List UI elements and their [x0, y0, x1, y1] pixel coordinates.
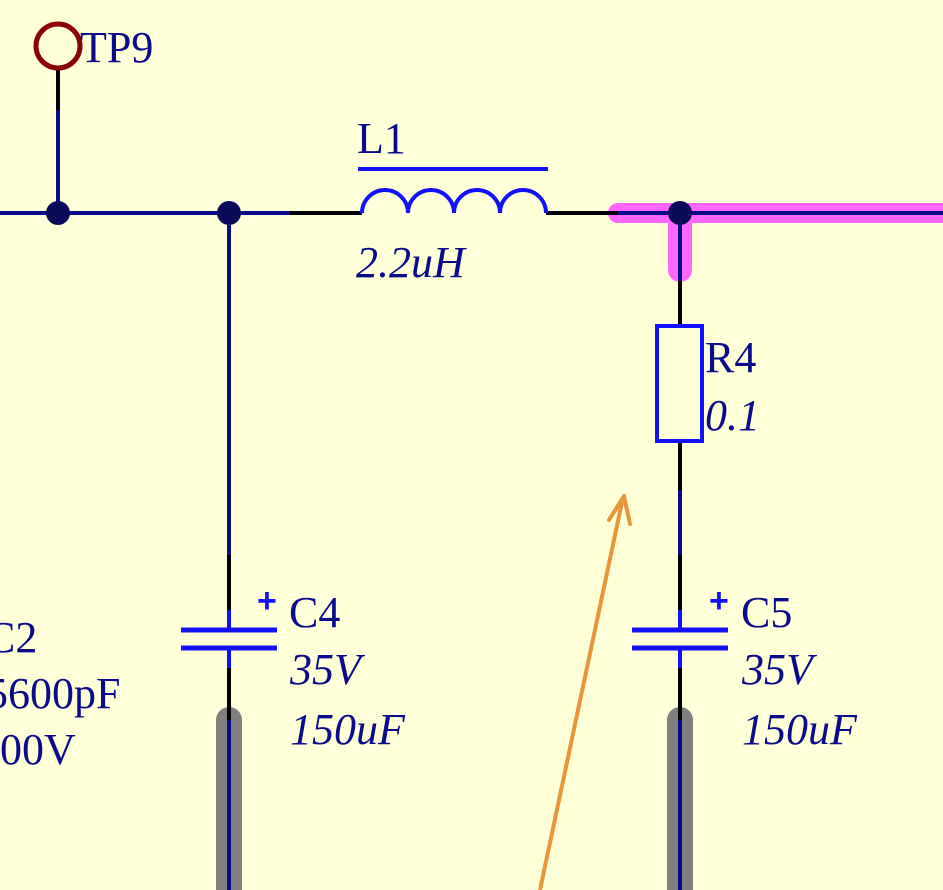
inductor-value: 2.2uH	[356, 238, 467, 287]
inductor-coil-icon	[360, 188, 548, 214]
resistor-value: 0.1	[705, 391, 760, 440]
inductor-ref: L1	[357, 114, 406, 163]
capacitor-ref: C2	[0, 613, 37, 662]
junction-dot-tp9	[46, 201, 70, 225]
capacitor-c4[interactable]: + C4 35V 150uF	[181, 582, 406, 754]
highlighted-net[interactable]	[608, 201, 943, 282]
capacitor-ref: C4	[289, 588, 340, 637]
capacitor-voltage: 100V	[0, 725, 76, 774]
capacitor-capacitance: 5600pF	[0, 669, 120, 718]
junction-dot-c4	[217, 201, 241, 225]
test-point-label: TP9	[80, 23, 153, 72]
resistor-r4[interactable]: R4 0.1	[655, 324, 760, 443]
capacitor-c5[interactable]: + C5 35V 150uF	[632, 582, 858, 754]
capacitor-capacitance: 150uF	[742, 705, 858, 754]
capacitor-c2-labels[interactable]: C2 5600pF 100V	[0, 613, 120, 774]
junction-dot-r4	[668, 201, 692, 225]
capacitor-ref: C5	[741, 588, 792, 637]
capacitor-polarity-plus: +	[257, 582, 277, 620]
capacitor-polarity-plus: +	[709, 582, 729, 620]
test-point-tp9[interactable]: TP9	[33, 21, 153, 72]
capacitor-capacitance: 150uF	[290, 705, 406, 754]
test-point-ring-icon	[33, 21, 83, 71]
inductor-l1[interactable]: L1 2.2uH	[356, 114, 548, 287]
resistor-ref: R4	[705, 333, 756, 382]
resistor-body-icon	[655, 324, 704, 443]
capacitor-voltage: 35V	[741, 645, 818, 694]
annotation-arrow-icon	[538, 494, 632, 890]
capacitor-voltage: 35V	[289, 645, 366, 694]
